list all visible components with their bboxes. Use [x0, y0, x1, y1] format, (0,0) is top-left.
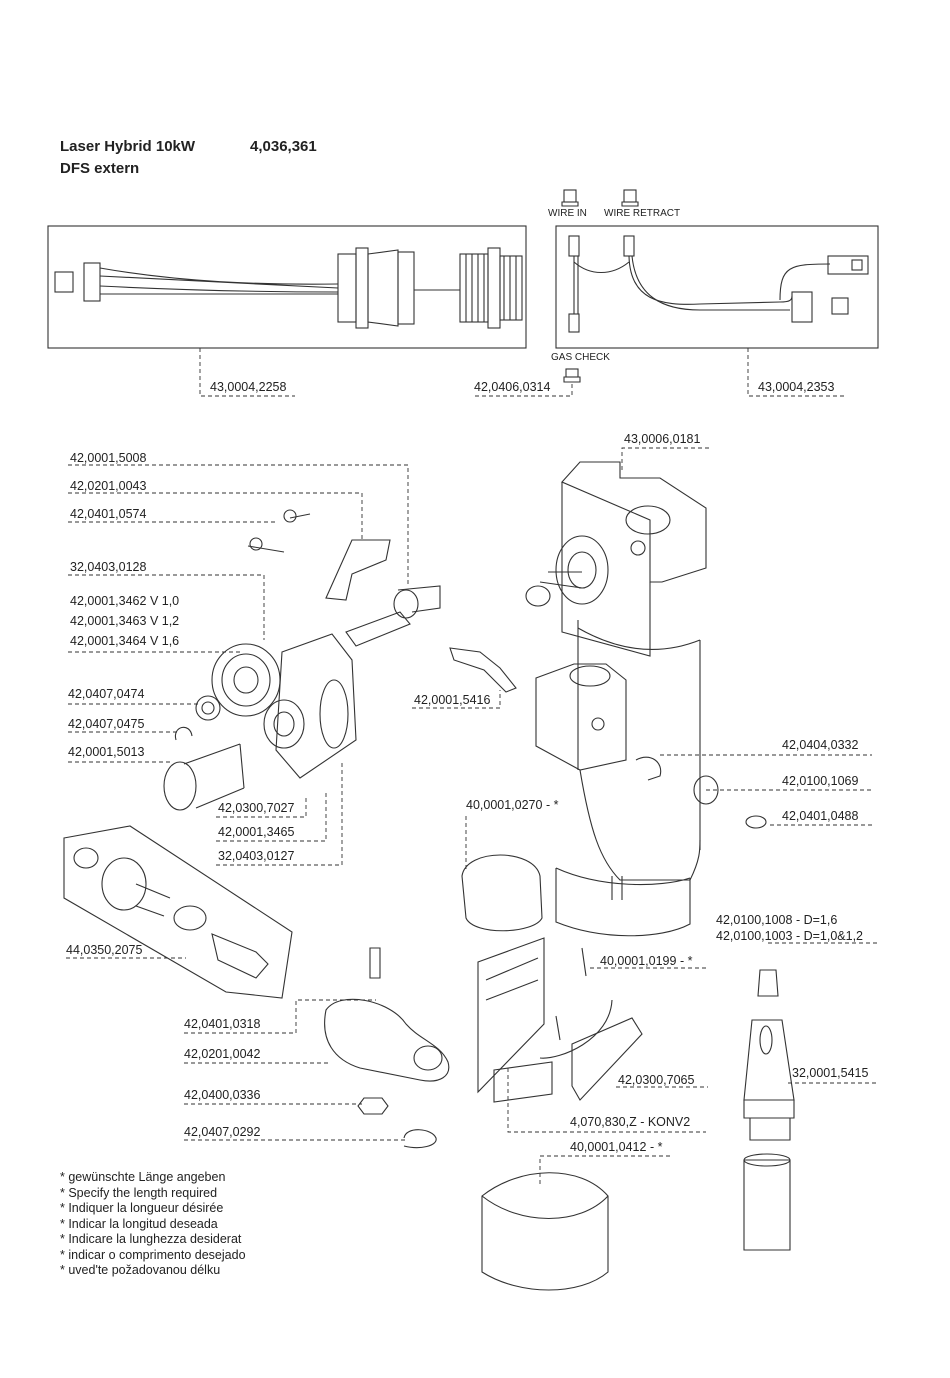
- part-label: 32,0403,0127: [218, 849, 295, 863]
- note-line: * uved'te požadovanou délku: [60, 1263, 221, 1277]
- part-label: 40,0001,0199 - *: [600, 954, 693, 968]
- part-label: 42,0001,5013: [68, 745, 145, 759]
- part-label: 42,0401,0488: [782, 809, 859, 823]
- length-notes: * gewünschte Länge angeben * Specify the…: [60, 1170, 246, 1279]
- part-label: 42,0001,5416: [414, 693, 491, 707]
- part-label: 42,0401,0318: [184, 1017, 261, 1031]
- cable-box-right: [555, 225, 879, 349]
- gear-drive: [163, 509, 517, 811]
- part-label: 42,0407,0292: [184, 1125, 261, 1139]
- part-label: 42,0404,0332: [782, 738, 859, 752]
- inset-wire-guide: [63, 825, 293, 999]
- part-label: 40,0001,0270 - *: [466, 798, 559, 812]
- note-line: * Indicar la longitud deseada: [60, 1216, 218, 1231]
- leader-lines: [66, 348, 878, 1184]
- part-label: 42,0001,3464 V 1,6: [70, 634, 180, 648]
- part-label: 42,0001,3462 V 1,0: [70, 594, 180, 608]
- right-small-parts: [461, 756, 767, 932]
- fitting-icons: [561, 189, 639, 383]
- nozzle-assembly: [743, 969, 795, 1251]
- cable-box-left: [47, 225, 527, 349]
- part-label: 32,0001,5415: [792, 1066, 869, 1080]
- clamp-lever: [324, 947, 450, 1149]
- part-label: 42,0201,0043: [70, 479, 147, 493]
- main-part-number: 4,036,361: [250, 138, 317, 155]
- note-line: * gewünschte Länge angeben: [60, 1170, 226, 1184]
- part-label: 42,0401,0574: [70, 507, 147, 521]
- part-label: 4,070,830,Z - KONV2: [570, 1115, 691, 1129]
- part-label: 43,0006,0181: [624, 432, 701, 446]
- circuit-board: [477, 937, 643, 1103]
- note-line: * Specify the length required: [60, 1185, 218, 1200]
- feeder-motor: [525, 461, 707, 937]
- note-line: * indicar o comprimento desejado: [60, 1247, 246, 1262]
- note-line: * Indiquer la longueur désirée: [60, 1201, 224, 1215]
- part-label: 42,0300,7027: [218, 801, 295, 815]
- cable-assembly-left: [54, 247, 523, 329]
- part-label: 42,0407,0475: [68, 717, 145, 731]
- part-label: 43,0004,2258: [210, 380, 287, 394]
- wire-sleeve: [481, 1172, 609, 1291]
- title-line1: Laser Hybrid 10kW: [60, 138, 196, 155]
- part-label: 42,0100,1003 - D=1,0&1,2: [716, 929, 863, 943]
- part-label: 42,0001,3465: [218, 825, 295, 839]
- gas-check-label: GAS CHECK: [551, 352, 610, 363]
- part-label: 42,0100,1008 - D=1,6: [716, 913, 838, 927]
- part-label: 42,0400,0336: [184, 1088, 261, 1102]
- wire-in-label: WIRE IN: [548, 208, 587, 219]
- title-line2: DFS extern: [60, 160, 140, 177]
- wire-retract-label: WIRE RETRACT: [604, 208, 681, 219]
- cable-assembly-right: [568, 235, 869, 333]
- part-label: 43,0004,2353: [758, 380, 835, 394]
- part-label: 42,0407,0474: [68, 687, 145, 701]
- part-label: 42,0300,7065: [618, 1073, 695, 1087]
- note-line: * Indicare la lunghezza desiderat: [60, 1232, 242, 1246]
- part-label: 42,0001,5008: [70, 451, 147, 465]
- part-label: 42,0201,0042: [184, 1047, 261, 1061]
- part-label: 32,0403,0128: [70, 560, 147, 574]
- part-label: 42,0406,0314: [474, 380, 551, 394]
- part-label: 42,0100,1069: [782, 774, 859, 788]
- part-label: 42,0001,3463 V 1,2: [70, 614, 180, 628]
- part-label: 44,0350,2075: [66, 943, 143, 957]
- part-label: 40,0001,0412 - *: [570, 1140, 663, 1154]
